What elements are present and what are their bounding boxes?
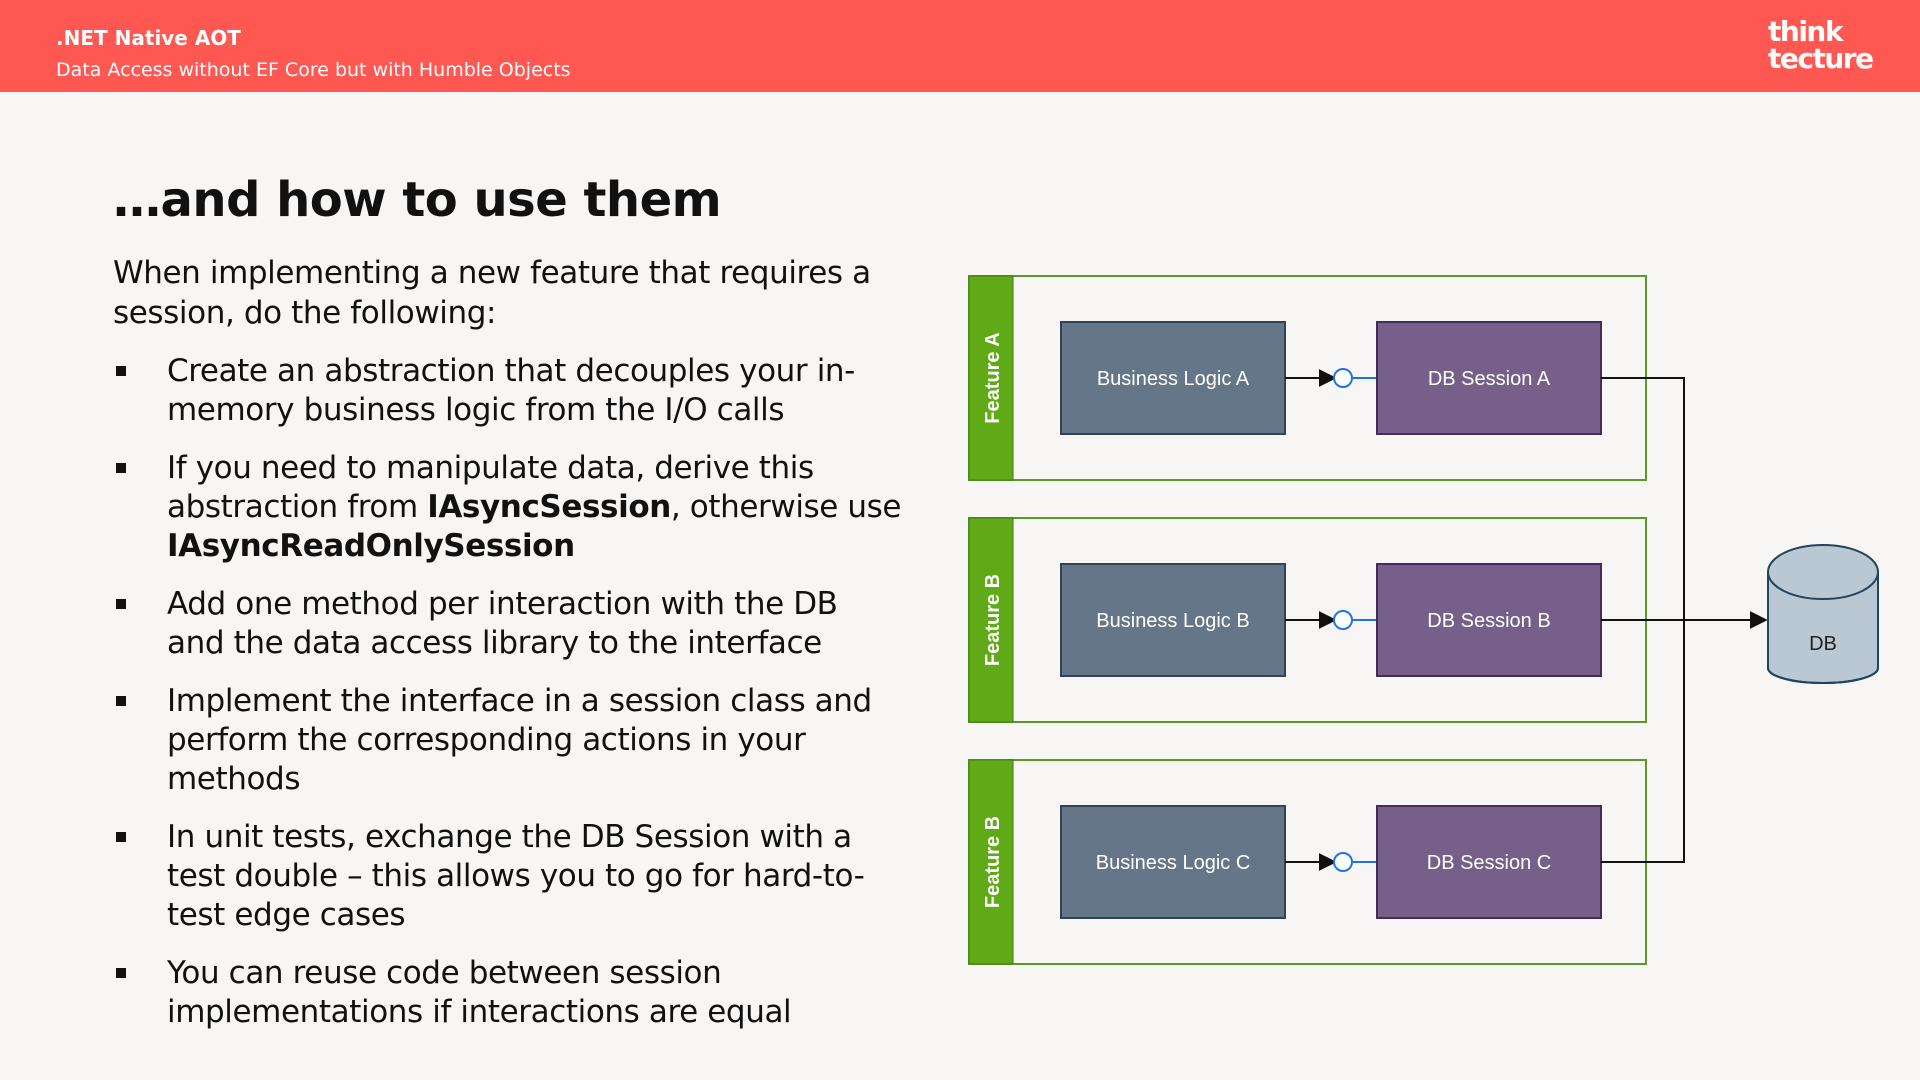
feature-group: Feature A Business Logic A DB Session A <box>968 275 1647 481</box>
thinktecture-logo: think tecture <box>1768 15 1874 75</box>
bullet-item: Create an abstraction that decouples you… <box>113 352 903 430</box>
business-logic-label: Business Logic C <box>1096 852 1251 874</box>
bullet-square-icon <box>116 599 126 609</box>
db-session-box <box>1376 321 1602 435</box>
business-logic-box <box>1060 321 1286 435</box>
db-label: DB <box>1809 633 1837 655</box>
bullet-square-icon <box>116 968 126 978</box>
interface-lollipop-icon <box>1333 852 1353 872</box>
bullet-square-icon <box>116 463 126 473</box>
db-session-label: DB Session B <box>1427 610 1550 632</box>
bullet-item: If you need to manipulate data, derive t… <box>113 449 903 566</box>
header-title: .NET Native AOT <box>56 26 241 50</box>
slide-title: …and how to use them <box>113 172 722 228</box>
header-subtitle: Data Access without EF Core but with Hum… <box>56 59 571 81</box>
bullet-square-icon <box>116 366 126 376</box>
bullet-text: Create an abstraction that decouples you… <box>167 353 855 428</box>
db-session-box <box>1376 805 1602 919</box>
bullet-text: Implement the interface in a session cla… <box>167 683 872 797</box>
bullet-square-icon <box>116 696 126 706</box>
bullet-item: Implement the interface in a session cla… <box>113 682 903 799</box>
database-cylinder-icon <box>1767 544 1879 684</box>
bullet-square-icon <box>116 832 126 842</box>
architecture-diagram: Feature A Business Logic A DB Session A … <box>968 275 1879 965</box>
feature-label: Feature B <box>982 574 1004 666</box>
header-bar: .NET Native AOT Data Access without EF C… <box>0 0 1920 92</box>
bullet-item: In unit tests, exchange the DB Session w… <box>113 818 903 935</box>
business-logic-label: Business Logic A <box>1097 368 1250 390</box>
intro-text: When implementing a new feature that req… <box>113 255 871 331</box>
bullet-item: You can reuse code between session imple… <box>113 954 903 1032</box>
interface-lollipop-icon <box>1333 368 1353 388</box>
bullet-text: In unit tests, exchange the DB Session w… <box>167 819 865 933</box>
feature-tab <box>968 759 1014 965</box>
db-session-label: DB Session A <box>1428 368 1551 390</box>
session-c-connector <box>1601 620 1685 863</box>
interface-lollipop-icon <box>1333 610 1353 630</box>
feature-tab <box>968 275 1014 481</box>
feature-label: Feature B <box>982 816 1004 908</box>
bullet-text: Add one method per interaction with the … <box>167 586 838 661</box>
business-logic-box <box>1060 805 1286 919</box>
bullet-text: If you need to manipulate data, derive t… <box>167 450 814 525</box>
feature-group: Feature B Business Logic B DB Session B <box>968 517 1647 723</box>
bullet-bold-term: IAsyncReadOnlySession <box>167 528 575 564</box>
bullet-text: You can reuse code between session imple… <box>167 955 792 1030</box>
bullet-item: Add one method per interaction with the … <box>113 585 903 663</box>
business-logic-label: Business Logic B <box>1096 610 1249 632</box>
logo-line-think: think <box>1768 15 1843 48</box>
business-logic-box <box>1060 563 1286 677</box>
logo-line-tecture: tecture <box>1768 42 1874 75</box>
feature-label: Feature A <box>982 332 1004 424</box>
bullet-text: , otherwise use <box>670 489 902 525</box>
session-a-connector <box>1601 377 1685 620</box>
feature-group: Feature B Business Logic C DB Session C <box>968 759 1647 965</box>
feature-tab <box>968 517 1014 723</box>
bullet-list: Create an abstraction that decouples you… <box>113 352 903 1051</box>
bullet-bold-term: IAsyncSession <box>427 489 671 525</box>
db-session-label: DB Session C <box>1427 852 1552 874</box>
